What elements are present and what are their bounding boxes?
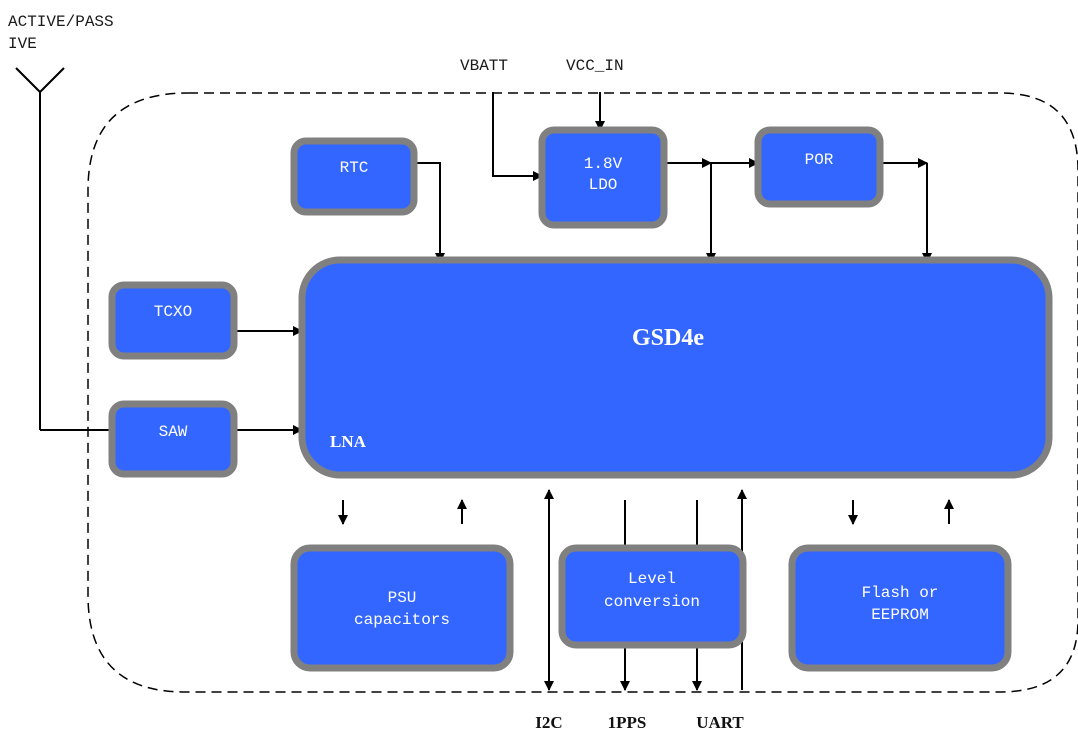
flash-label-line1: Flash or xyxy=(862,584,939,602)
vbatt-label: VBATT xyxy=(460,57,508,75)
por-block xyxy=(754,126,884,208)
ldo-block xyxy=(538,126,668,229)
saw-block xyxy=(108,400,238,478)
saw-label: SAW xyxy=(159,423,188,441)
gsd4e-chip xyxy=(298,256,1053,479)
module-boundary xyxy=(87,92,1078,693)
uart-label: UART xyxy=(696,713,744,732)
antenna-icon xyxy=(15,67,65,430)
psu-capacitors-block xyxy=(290,544,514,672)
level-conversion-block xyxy=(558,544,747,649)
psu-label-line2: capacitors xyxy=(354,611,450,629)
rtc-block xyxy=(290,137,418,216)
level-label-line1: Level xyxy=(628,570,676,588)
antenna-label-line2: IVE xyxy=(8,35,37,53)
ldo-label-line1: 1.8V xyxy=(584,155,623,173)
i2c-label: I2C xyxy=(535,713,562,732)
vcc-in-label: VCC_IN xyxy=(566,57,624,75)
level-label-line2: conversion xyxy=(604,593,700,611)
flash-label-line2: EEPROM xyxy=(871,606,929,624)
rtc-label: RTC xyxy=(340,159,369,177)
1pps-label: 1PPS xyxy=(608,713,647,732)
gsd4e-label: GSD4e xyxy=(632,325,704,351)
psu-label-line1: PSU xyxy=(388,589,417,607)
antenna-label-line1: ACTIVE/PASS xyxy=(8,13,114,31)
flash-eeprom-block xyxy=(788,544,1012,672)
por-label: POR xyxy=(805,151,834,169)
tcxo-block xyxy=(108,281,238,360)
ldo-label-line2: LDO xyxy=(589,176,618,194)
tcxo-label: TCXO xyxy=(154,303,192,321)
lna-label: LNA xyxy=(330,432,367,451)
